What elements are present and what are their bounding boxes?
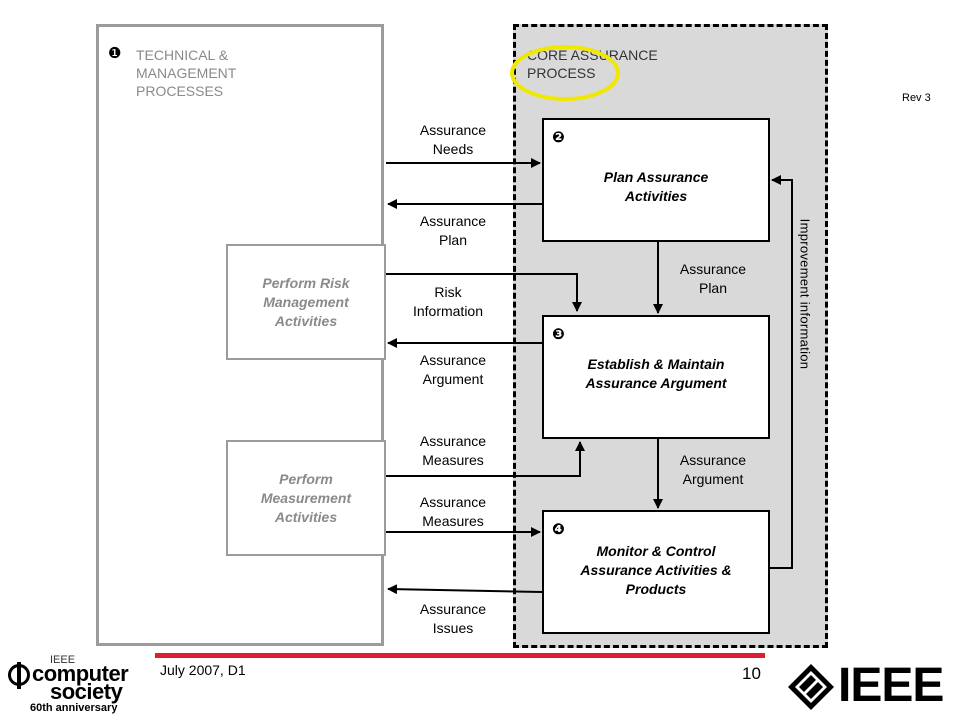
label-assurance-measures-1: Assurance Measures bbox=[419, 433, 487, 468]
establish-argument-title: Establish & Maintain Assurance Argument bbox=[585, 356, 727, 391]
establish-argument-box: ❸ Establish & Maintain Assurance Argumen… bbox=[542, 315, 770, 439]
step-1-number: ❶ bbox=[108, 45, 122, 62]
revision-label: Rev 3 bbox=[902, 92, 931, 104]
plan-assurance-title: Plan Assurance Activities bbox=[603, 169, 709, 204]
arrow-improvement-feedback bbox=[770, 175, 793, 569]
ieee-logo: IEEE bbox=[786, 660, 956, 716]
label-risk-information: Risk Information bbox=[412, 284, 484, 319]
cs-anniversary-text: 60th anniversary bbox=[30, 702, 118, 714]
ieee-logo-text: IEEE bbox=[838, 659, 944, 712]
computer-society-logo: IEEE computer society 60th anniversary bbox=[6, 652, 136, 716]
label-improvement-information: Improvement information bbox=[797, 218, 813, 370]
plan-assurance-box: ❷ Plan Assurance Activities bbox=[542, 118, 770, 242]
footer-date: July 2007, D1 bbox=[160, 662, 246, 678]
highlight-ellipse bbox=[510, 45, 620, 101]
step-2-number: ❷ bbox=[552, 129, 565, 146]
label-assurance-needs: Assurance Needs bbox=[419, 122, 487, 157]
perform-measurement-box: Perform Measurement Activities bbox=[226, 440, 386, 556]
footer-red-rule bbox=[155, 653, 765, 658]
monitor-control-box: ❹ Monitor & Control Assurance Activities… bbox=[542, 510, 770, 634]
arrow-risk-information bbox=[386, 273, 582, 312]
page-number: 10 bbox=[742, 664, 761, 683]
cs-ieee-text: IEEE bbox=[50, 654, 76, 666]
cs-computer-text: computer bbox=[32, 661, 129, 686]
label-assurance-argument-out: Assurance Argument bbox=[419, 352, 487, 387]
label-assurance-plan-down: Assurance Plan bbox=[679, 261, 747, 296]
ieee-diamond-icon bbox=[788, 664, 834, 710]
monitor-control-title: Monitor & Control Assurance Activities &… bbox=[580, 543, 732, 597]
arrow-assurance-issues bbox=[387, 584, 543, 595]
arrow-assurance-measures-1 bbox=[386, 441, 585, 477]
label-assurance-issues: Assurance Issues bbox=[419, 601, 487, 636]
cs-society-text: society bbox=[50, 679, 123, 704]
step-3-number: ❸ bbox=[552, 326, 565, 343]
step-4-number: ❹ bbox=[552, 521, 565, 538]
label-assurance-plan-out: Assurance Plan bbox=[419, 213, 487, 248]
cs-emblem-bar bbox=[17, 662, 21, 689]
technical-management-title: TECHNICAL & MANAGEMENT PROCESSES bbox=[136, 47, 237, 99]
label-assurance-argument-down: Assurance Argument bbox=[679, 452, 747, 487]
label-assurance-measures-2: Assurance Measures bbox=[419, 494, 487, 529]
perform-risk-management-box: Perform Risk Management Activities bbox=[226, 244, 386, 360]
